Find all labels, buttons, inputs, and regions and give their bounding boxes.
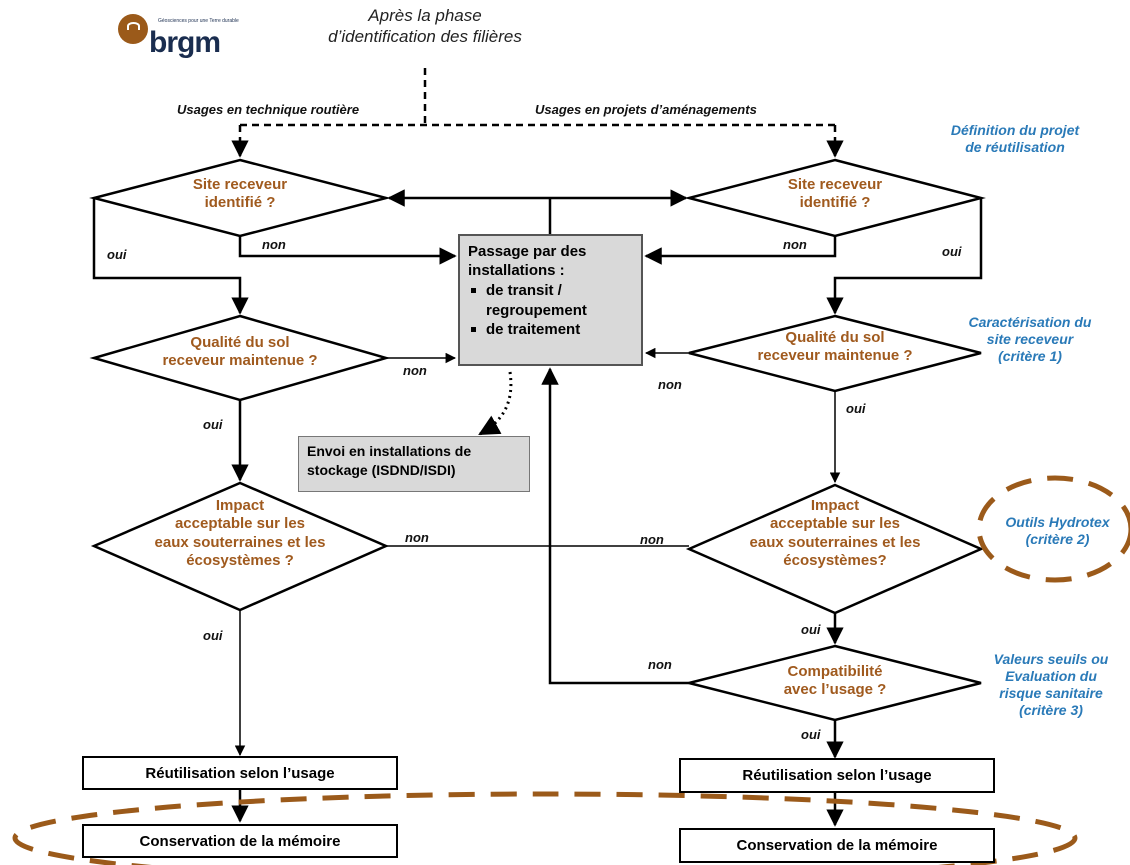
label-non: non	[658, 377, 682, 392]
label-non: non	[403, 363, 427, 378]
label-oui: oui	[203, 417, 223, 432]
label-non: non	[783, 237, 807, 252]
hydrotex-ellipse	[976, 475, 1130, 583]
passage-installations-box: Passage par des installations : de trans…	[458, 234, 643, 366]
label-non: non	[405, 530, 429, 545]
label-oui: oui	[107, 247, 127, 262]
label-non: non	[262, 237, 286, 252]
left-conservation-box: Conservation de la mémoire	[82, 824, 398, 858]
memoire-ellipse	[12, 791, 1078, 865]
label-oui: oui	[846, 401, 866, 416]
label-non: non	[648, 657, 672, 672]
label-oui: oui	[942, 244, 962, 259]
installation-item: de transit /regroupement	[468, 281, 633, 319]
installation-list: de transit /regroupement de traitement	[468, 281, 633, 339]
label-oui: oui	[203, 628, 223, 643]
branch-label-right: Usages en projets d’aménagements	[535, 102, 757, 117]
right-reutilisation-box: Réutilisation selon l’usage	[679, 758, 995, 793]
brgm-logo: Géosciences pour une Terre durable brgm	[118, 12, 288, 64]
installation-item: de traitement	[468, 320, 633, 339]
branch-label-left: Usages en technique routière	[177, 102, 360, 117]
annotation-hydrotex: Outils Hydrotex(critère 2)	[1005, 514, 1110, 548]
right-conservation-box: Conservation de la mémoire	[679, 828, 995, 863]
logo-mark-icon	[118, 14, 148, 44]
logo-wordmark: brgm	[149, 26, 221, 59]
label-oui: oui	[801, 727, 821, 742]
label-non: non	[640, 532, 664, 547]
logo-tagline: Géosciences pour une Terre durable	[158, 18, 239, 24]
stockage-box: Envoi en installations de stockage (ISDN…	[298, 436, 530, 492]
intro-text: Après la phase d’identification des fili…	[328, 6, 522, 46]
left-reutilisation-box: Réutilisation selon l’usage	[82, 756, 398, 790]
label-oui: oui	[801, 622, 821, 637]
